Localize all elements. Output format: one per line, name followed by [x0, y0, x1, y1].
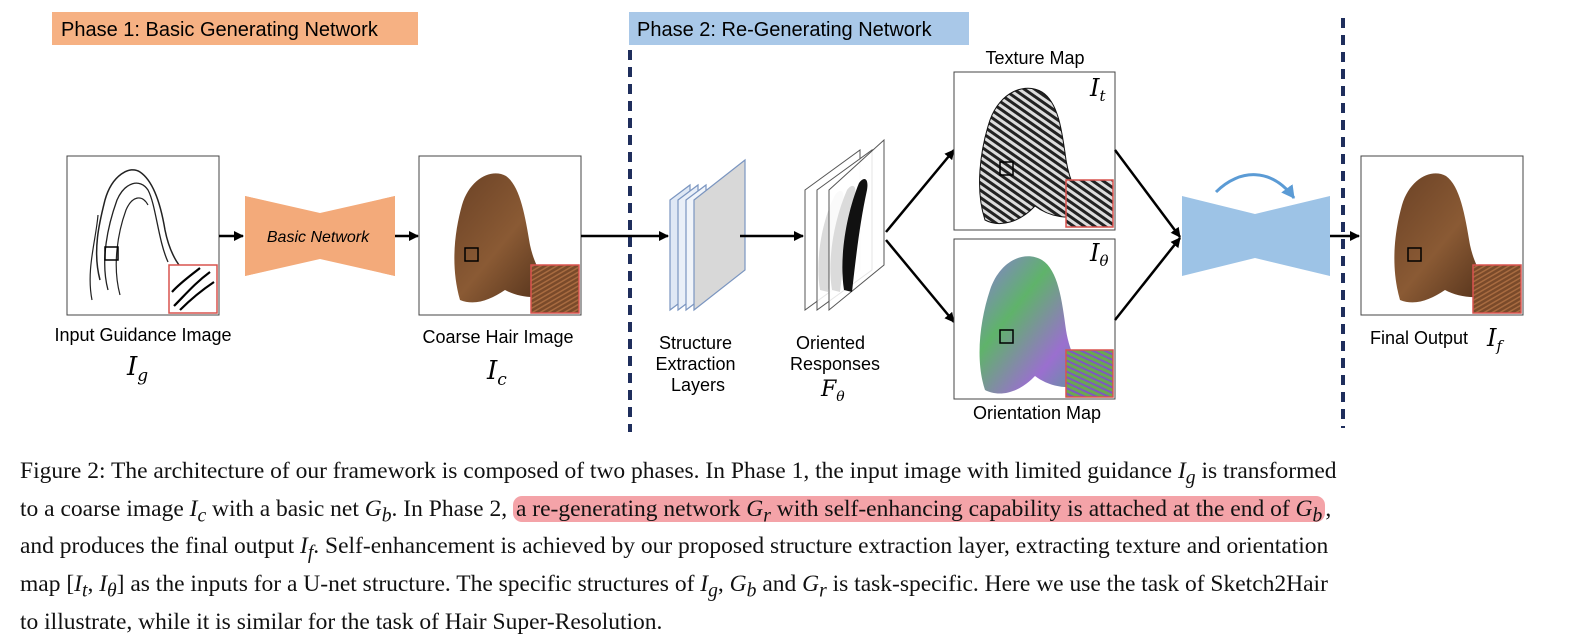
input-guidance-image [66, 155, 220, 316]
phase1-label: Phase 1: Basic Generating Network [61, 19, 379, 41]
phase1-header: Phase 1: Basic Generating Network [52, 12, 418, 45]
regenerating-network-block [1182, 173, 1330, 276]
caption-line-5: to illustrate, while it is similar for t… [20, 608, 663, 635]
coarse-inset [530, 264, 580, 314]
arrow-orientation-to-regen [1114, 237, 1181, 321]
oriented-responses [804, 138, 885, 312]
basic-network-block: Basic Network [245, 196, 395, 276]
coarse-label: Coarse Hair Image [422, 327, 573, 347]
final-inset [1472, 264, 1522, 314]
texture-label: Texture Map [985, 48, 1084, 68]
input-symbol: Ig [126, 352, 148, 386]
final-output-image [1360, 155, 1524, 316]
coarse-hair-image [418, 155, 582, 316]
phase2-header: Phase 2: Re-Generating Network [629, 12, 969, 45]
arrow-to-texture [885, 149, 955, 233]
texture-symbol: It [1089, 74, 1106, 105]
arrow-texture-to-regen [1113, 149, 1182, 238]
texture-inset [1065, 179, 1114, 228]
caption-line-1: Figure 2: The architecture of our framew… [20, 458, 1337, 489]
final-label: Final Output [1370, 328, 1468, 348]
texture-map-image: It [953, 71, 1116, 231]
input-label: Input Guidance Image [54, 325, 231, 345]
figure-caption: Figure 2: The architecture of our framew… [20, 456, 1560, 638]
architecture-figure: Phase 1: Basic Generating Network Phase … [52, 12, 1524, 432]
basic-network-label: Basic Network [267, 229, 370, 246]
oriented-symbol: Fθ [820, 377, 845, 405]
self-enhance-arrow-icon [1214, 173, 1296, 199]
final-symbol: If [1486, 324, 1504, 355]
structure-extraction-layers [669, 158, 746, 312]
arrow-to-orientation [885, 239, 955, 323]
orientation-map-image: Iθ [953, 238, 1116, 400]
phase2-label: Phase 2: Re-Generating Network [637, 19, 933, 41]
orientation-inset [1065, 349, 1114, 398]
caption-line-4: map [It, Iθ] as the inputs for a U-net s… [20, 571, 1328, 602]
caption-line-3: and produces the final output If. Self-e… [20, 533, 1329, 565]
caption-line-2: to a coarse image Ic with a basic net Gb… [20, 495, 1332, 527]
orientation-label: Orientation Map [973, 403, 1101, 423]
structure-label: Structure Extraction Layers [655, 333, 740, 395]
oriented-label: Oriented Responses [790, 333, 880, 374]
coarse-symbol: Ic [486, 356, 507, 390]
caption-highlight: a re-generating network Gr with self-enh… [512, 495, 1326, 526]
orientation-symbol: Iθ [1089, 239, 1109, 270]
